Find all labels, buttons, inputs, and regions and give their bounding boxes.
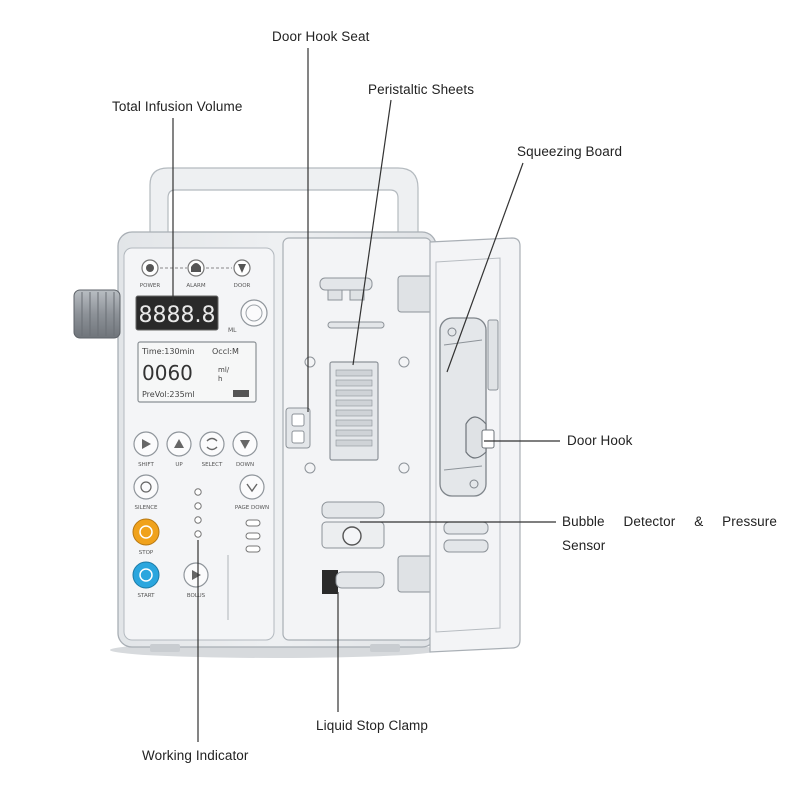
alarm-indicator-icon	[187, 259, 205, 277]
select-button[interactable]	[199, 431, 225, 457]
silence-label: SILENCE	[134, 505, 158, 511]
side-knob[interactable]	[73, 289, 121, 339]
lcd-unit-bottom: h	[218, 375, 222, 383]
callout-working-indicator: Working Indicator	[142, 748, 249, 763]
door-hook-seat	[285, 407, 311, 449]
door-indicator-icon	[233, 259, 251, 277]
start-label: START	[138, 593, 156, 599]
select-label: SELECT	[202, 462, 223, 468]
start-button[interactable]	[132, 561, 160, 589]
upper-tube-guide	[319, 277, 385, 329]
led-unit-label: ML	[228, 327, 237, 334]
led-display	[135, 295, 219, 331]
page-down-label: PAGE DOWN	[235, 505, 269, 511]
leader-lines	[172, 48, 560, 742]
silence-button[interactable]	[133, 474, 159, 500]
shift-label: SHIFT	[138, 462, 154, 468]
lcd-screen	[137, 341, 257, 403]
lcd-unit-top: ml/	[218, 366, 230, 374]
up-button[interactable]	[166, 431, 192, 457]
callout-door-hook: Door Hook	[567, 433, 633, 448]
lcd-time: Time:130min	[141, 347, 195, 356]
door-hook	[465, 416, 495, 459]
up-label: UP	[175, 462, 183, 468]
callout-peristaltic-sheets: Peristaltic Sheets	[368, 82, 475, 97]
peristaltic-sheets	[329, 361, 379, 461]
bubble-detector	[321, 501, 385, 549]
status-leds	[245, 519, 261, 553]
callout-bubble-detector: Bubble Detector & Pressure Sensor	[562, 514, 777, 553]
shift-button[interactable]	[133, 431, 159, 457]
bolus-label: BOLUS	[187, 593, 206, 599]
battery-icon	[233, 390, 249, 397]
down-button[interactable]	[232, 431, 258, 457]
lcd-occlusion: Occl:M	[212, 347, 239, 356]
callout-squeezing-board: Squeezing Board	[517, 144, 623, 159]
callout-liquid-stop-clamp: Liquid Stop Clamp	[316, 718, 429, 733]
clear-button[interactable]	[240, 299, 268, 327]
power-label: POWER	[140, 283, 161, 289]
led-display-value: 8888.8	[139, 303, 216, 328]
callout-door-hook-seat: Door Hook Seat	[272, 29, 370, 44]
stop-label: STOP	[139, 550, 154, 556]
down-label: DOWN	[236, 462, 254, 468]
lcd-rate: 0060	[142, 361, 193, 385]
bolus-button[interactable]	[183, 562, 209, 588]
callout-total-infusion-volume: Total Infusion Volume	[112, 99, 243, 114]
door-label: DOOR	[234, 283, 251, 289]
page-down-button[interactable]	[239, 474, 265, 500]
working-indicator-leds	[194, 488, 202, 538]
lcd-preset-volume: PreVol:235ml	[142, 390, 195, 399]
liquid-stop-clamp	[322, 570, 385, 594]
alarm-label: ALARM	[186, 283, 206, 289]
power-indicator-icon	[141, 259, 159, 277]
stop-button[interactable]	[132, 518, 160, 546]
